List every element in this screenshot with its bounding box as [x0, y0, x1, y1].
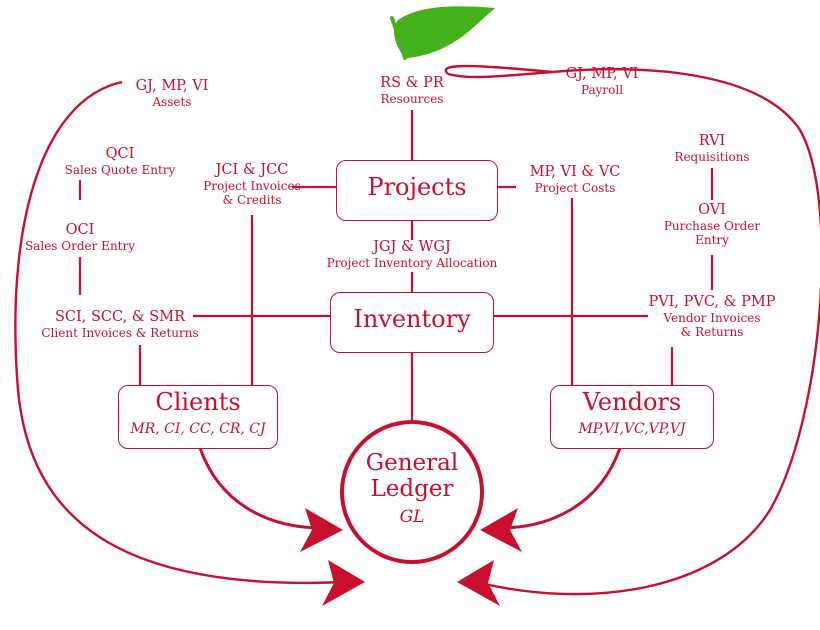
requisitions-label: RVI Requisitions	[652, 133, 772, 164]
project-invoices-desc1: Project Invoices	[203, 179, 301, 194]
general-ledger-line1: General	[365, 450, 459, 476]
sales-order-desc: Sales Order Entry	[24, 239, 136, 254]
payroll-desc: Payroll	[580, 83, 624, 98]
assets-label: GJ, MP, VI Assets	[112, 78, 232, 109]
vendor-invoices-desc1: Vendor Invoices	[663, 311, 761, 326]
general-ledger-code: GL	[399, 506, 425, 527]
inventory-title: Inventory	[353, 305, 471, 333]
requisitions-codes: RVI	[698, 133, 726, 149]
vendor-sweep	[499, 447, 622, 530]
resources-desc: Resources	[380, 92, 444, 107]
requisitions-desc: Requisitions	[674, 150, 750, 165]
arrow-client-gl	[300, 508, 343, 552]
projects-title: Projects	[367, 173, 467, 201]
sales-order-codes: OCI	[65, 222, 95, 238]
payroll-codes: GJ, MP, VI	[565, 66, 639, 82]
vendor-invoices-codes: PVI, PVC, & PMP	[648, 294, 776, 310]
project-invoices-label: JCI & JCC Project Invoices & Credits	[190, 162, 314, 207]
inventory-allocation-codes: JGJ & WGJ	[373, 239, 451, 255]
purchase-order-codes: OVI	[698, 202, 726, 218]
resources-codes: RS & PR	[380, 75, 444, 91]
vendor-invoices-desc2: & Returns	[680, 325, 744, 340]
payroll-label: GJ, MP, VI Payroll	[542, 66, 662, 97]
top-connector	[447, 70, 553, 79]
vendors-box: Vendors MP,VI,VC,VP,VJ	[550, 385, 714, 449]
assets-codes: GJ, MP, VI	[135, 78, 209, 94]
leaf-stem	[390, 16, 407, 60]
project-costs-desc: Project Costs	[534, 181, 616, 196]
project-invoices-desc2: & Credits	[222, 193, 282, 208]
inventory-allocation-desc: Project Inventory Allocation	[326, 256, 498, 271]
project-costs-codes: MP, VI & VC	[529, 164, 621, 180]
clients-title: Clients	[155, 388, 241, 416]
purchase-order-desc1: Purchase Order	[663, 219, 761, 234]
arrow-outer-left-gl	[322, 560, 365, 606]
general-ledger-line2: Ledger	[370, 476, 454, 503]
vendors-codes: MP,VI,VC,VP,VJ	[578, 421, 686, 438]
client-invoices-label: SCI, SCC, & SMR Client Invoices & Return…	[28, 309, 212, 340]
arrow-outer-right-gl	[457, 560, 500, 606]
vendors-title: Vendors	[582, 388, 682, 416]
sales-quote-desc: Sales Quote Entry	[64, 163, 176, 178]
sales-quote-codes: QCI	[105, 146, 135, 162]
client-sweep	[198, 447, 323, 530]
assets-desc: Assets	[152, 95, 192, 110]
project-invoices-codes: JCI & JCC	[215, 162, 289, 178]
sales-quote-label: QCI Sales Quote Entry	[40, 146, 200, 177]
projects-box: Projects	[336, 160, 498, 221]
clients-box: Clients MR, CI, CC, CR, CJ	[118, 385, 278, 449]
sales-order-label: OCI Sales Order Entry	[20, 222, 140, 253]
leaf-icon	[394, 6, 495, 58]
vendor-invoices-label: PVI, PVC, & PMP Vendor Invoices & Return…	[632, 294, 792, 339]
arrow-vendor-gl	[480, 508, 522, 552]
client-invoices-desc: Client Invoices & Returns	[41, 326, 199, 341]
client-invoices-codes: SCI, SCC, & SMR	[54, 309, 185, 325]
outer-loop-left	[14, 80, 347, 585]
clients-codes: MR, CI, CC, CR, CJ	[130, 421, 266, 438]
general-ledger-circle: General Ledger GL	[340, 420, 484, 564]
purchase-order-label: OVI Purchase Order Entry	[652, 202, 772, 247]
inventory-box: Inventory	[330, 292, 494, 353]
inventory-allocation-label: JGJ & WGJ Project Inventory Allocation	[312, 239, 512, 270]
outer-loop-right	[444, 64, 820, 596]
resources-label: RS & PR Resources	[352, 75, 472, 106]
project-costs-label: MP, VI & VC Project Costs	[510, 164, 640, 195]
purchase-order-desc2: Entry	[695, 233, 729, 248]
